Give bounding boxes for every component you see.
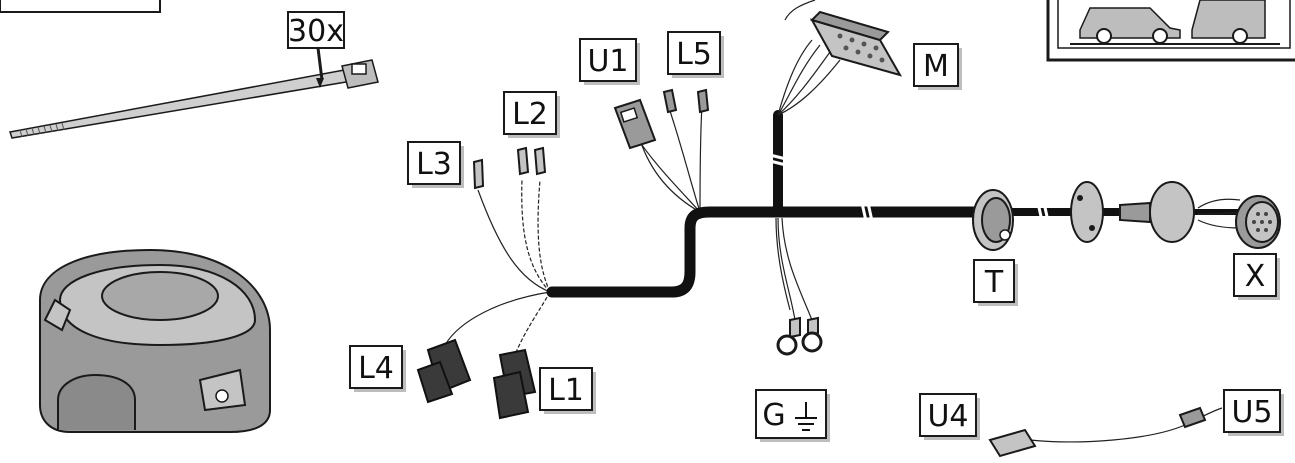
tie-count-label: 30x: [287, 11, 345, 49]
label-l5: L5: [667, 31, 724, 78]
label-l3-text: L3: [416, 147, 452, 182]
cable-break-marks: [769, 153, 1050, 222]
l1-connector: [492, 348, 537, 420]
l5-terminals: [662, 88, 710, 114]
m-connector: [777, 0, 903, 116]
label-x-text: X: [1245, 259, 1266, 294]
socket-housing: [39, 248, 271, 433]
label-x: X: [1233, 253, 1280, 300]
label-l1: L1: [539, 367, 596, 414]
u1-connector: [613, 98, 657, 150]
u4-u5-cable: [988, 406, 1223, 458]
car-caravan-illustration: [1046, 0, 1295, 62]
label-u5: U5: [1223, 389, 1284, 436]
label-u4-text: U4: [927, 399, 968, 434]
ground-symbol-icon: [795, 402, 817, 431]
branch-wires: [444, 104, 703, 356]
cable-tie: [9, 47, 379, 139]
l4-connector: [416, 338, 472, 404]
label-l1-text: L1: [548, 373, 584, 408]
mounting-plate: [1070, 181, 1195, 243]
label-l4: L4: [349, 345, 406, 392]
label-u5-text: U5: [1231, 395, 1272, 430]
label-u1: U1: [579, 38, 640, 85]
label-g-ground: G: [755, 389, 830, 442]
t-socket: [972, 189, 1014, 251]
label-m: M: [913, 43, 962, 90]
label-m-text: M: [923, 49, 949, 84]
label-l5-text: L5: [676, 37, 712, 72]
label-l3: L3: [407, 141, 464, 188]
label-l2: L2: [503, 91, 560, 138]
tie-count-text: 30x: [288, 14, 344, 49]
ground-terminals: [775, 217, 823, 356]
label-l2-text: L2: [512, 97, 548, 132]
x-plug: [1197, 195, 1281, 249]
label-g-text: G: [762, 398, 785, 433]
label-t-text: T: [984, 265, 1004, 300]
l2-terminals: [516, 146, 547, 176]
label-t: T: [973, 259, 1018, 306]
label-u4: U4: [919, 393, 980, 440]
l3-terminal: [472, 158, 485, 190]
top-left-frame: [0, 0, 161, 13]
label-u1-text: U1: [587, 44, 628, 79]
label-l4-text: L4: [358, 351, 394, 386]
